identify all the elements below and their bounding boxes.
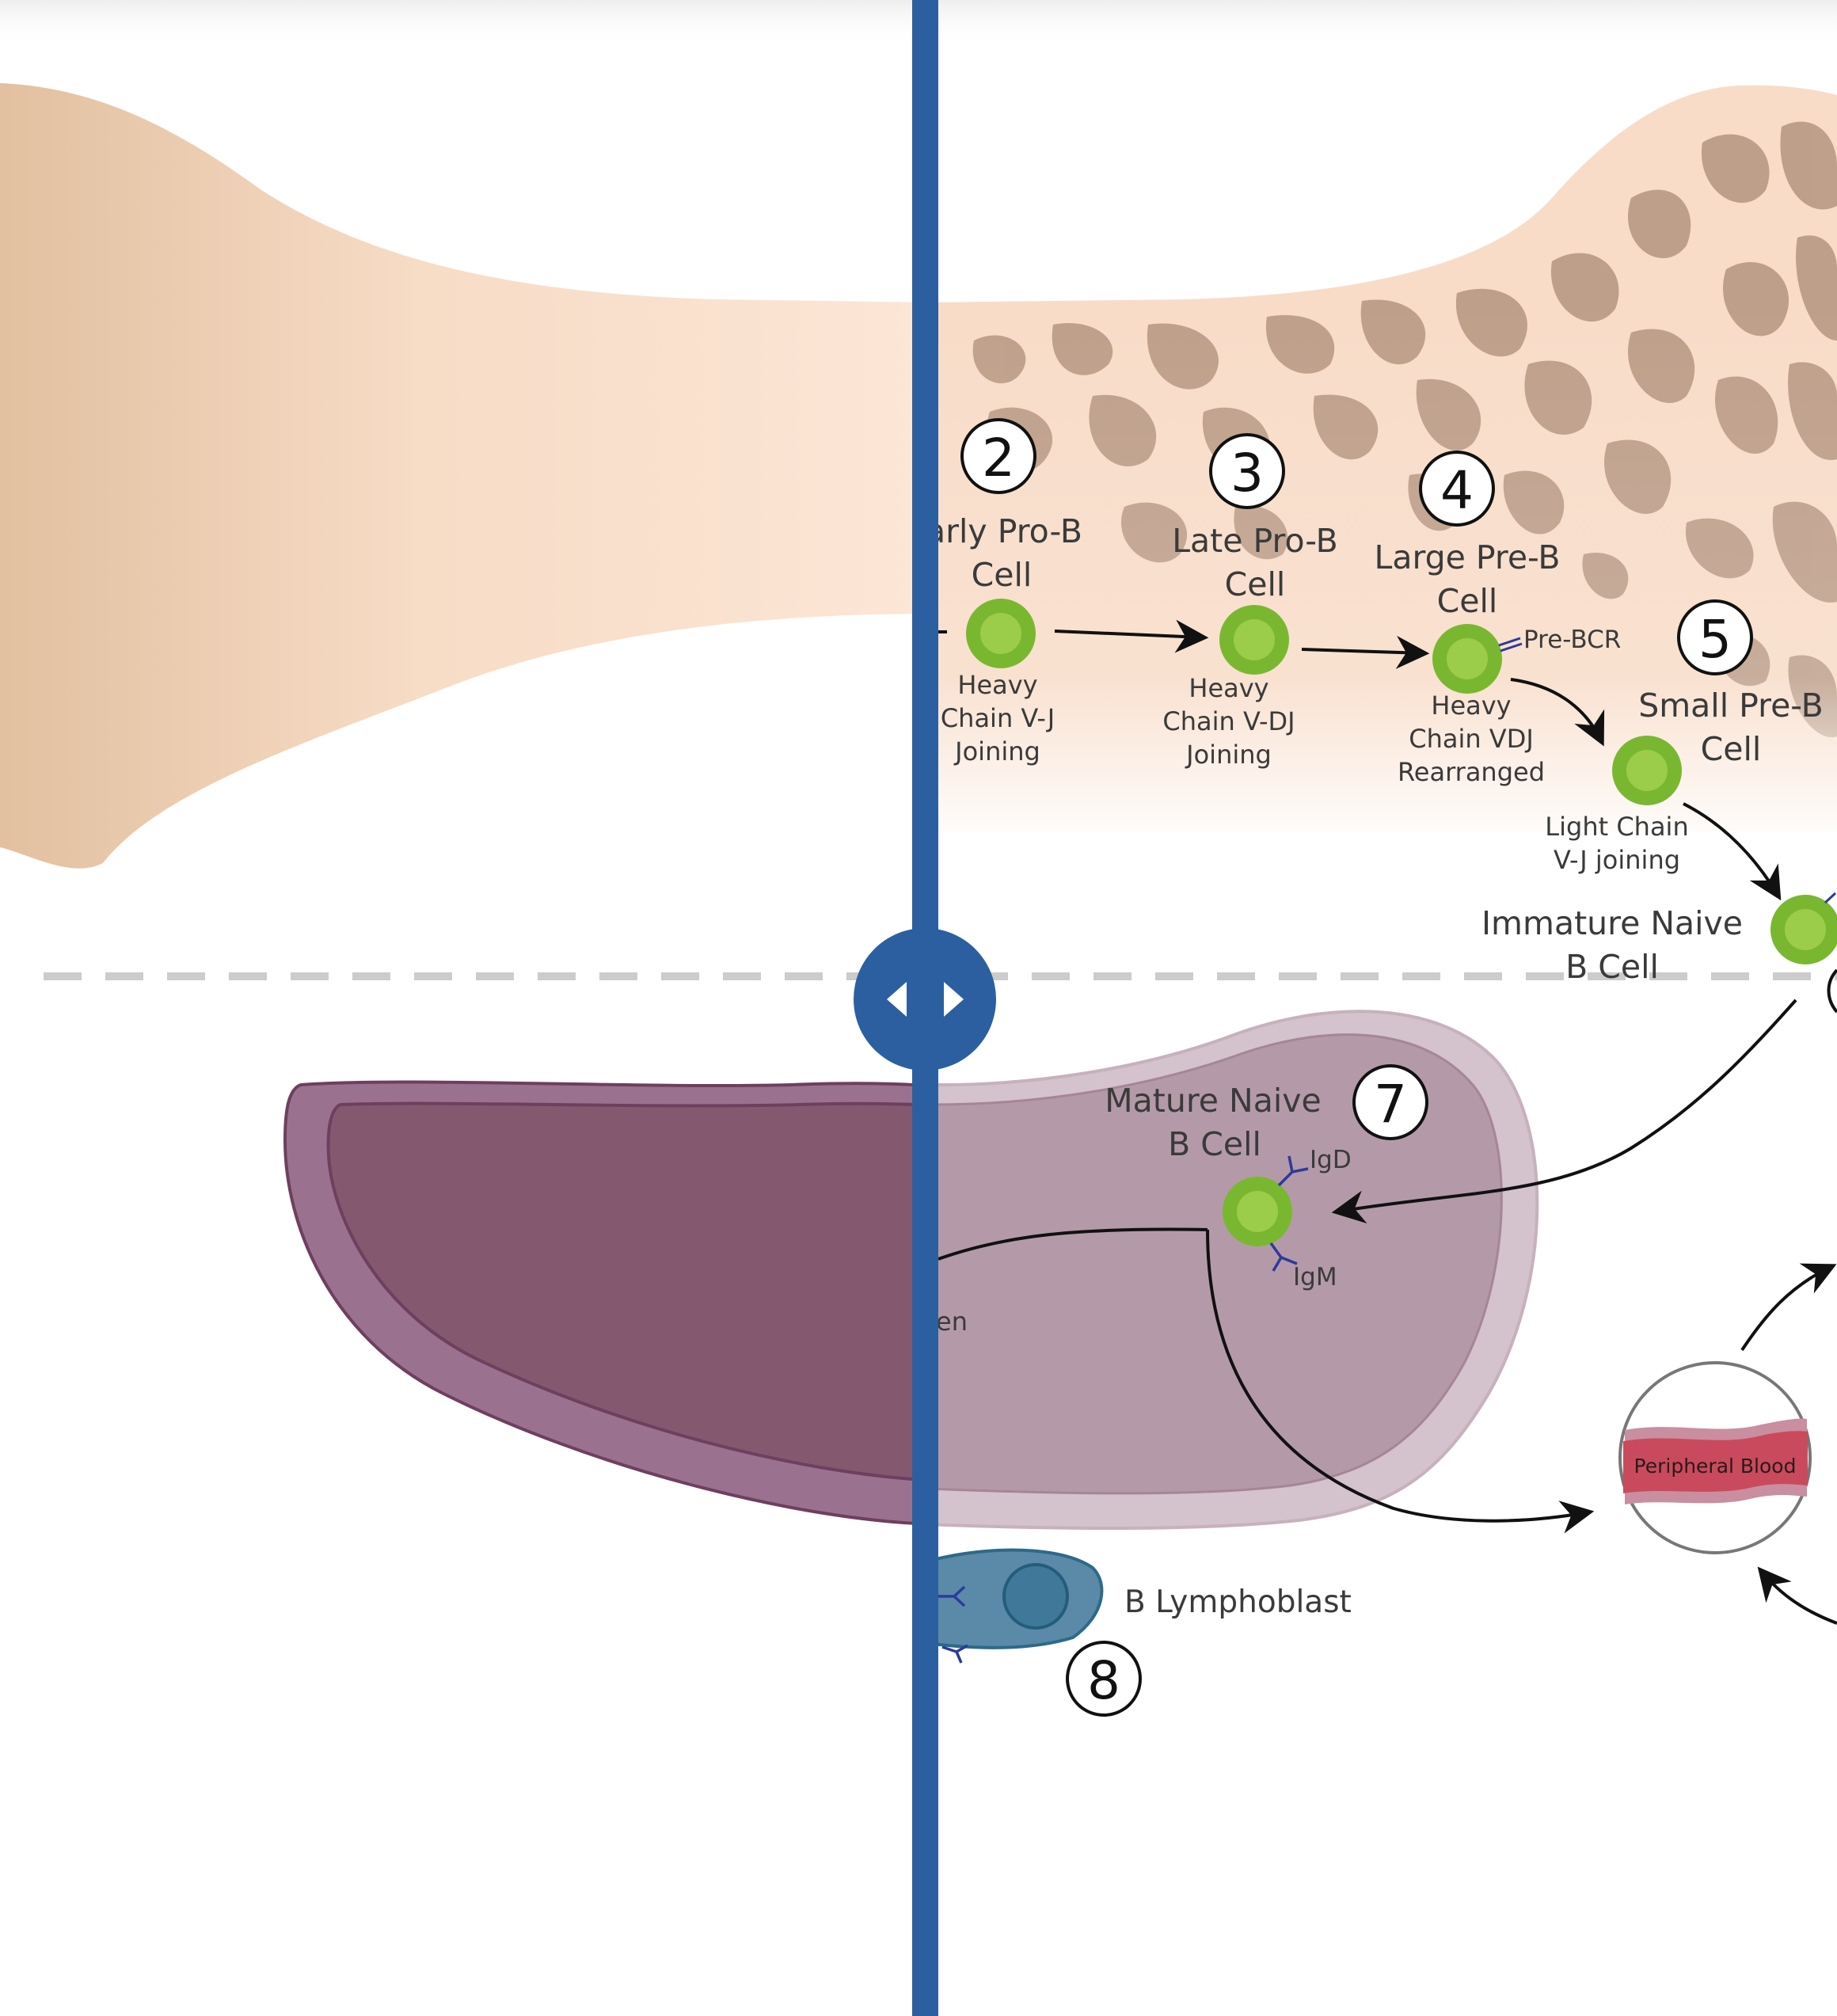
stage-desc-line-2: Chain V-J [941, 703, 1055, 733]
stage-number: 8 [1087, 1650, 1120, 1711]
slider-handle[interactable] [854, 928, 996, 1071]
stage-number-circle-partial [1827, 968, 1837, 1014]
stage-desc-line-3: Rearranged [1398, 757, 1545, 787]
receptor-icon [1824, 892, 1837, 904]
stage-number: 5 [1698, 609, 1732, 670]
arrow-spleen-line [938, 1227, 1208, 1261]
stage-name-line-2: Cell [1437, 582, 1498, 620]
stage-desc-line-1: Heavy [1189, 673, 1268, 703]
stage-desc-line-1: Heavy [957, 670, 1037, 700]
peripheral-blood-label: Peripheral Blood [1634, 1455, 1797, 1478]
peripheral-blood: Peripheral Blood [1618, 1361, 1812, 1554]
stage-number: 3 [1230, 443, 1264, 504]
cell-nucleus [1626, 750, 1668, 791]
stage-6-immature-naive-b: Immature Naive B Cell [1481, 892, 1837, 1014]
blood-vessel-lumen [1623, 1431, 1808, 1493]
spleen [283, 1010, 1539, 1530]
stage-7-mature-naive-b: 7 Mature Naive B Cell IgD IgM [1105, 1064, 1428, 1291]
cell-nucleus [1447, 638, 1488, 679]
slider-right-arrow-icon [944, 982, 964, 1017]
comparison-slider[interactable] [854, 0, 996, 2016]
receptor-igm-label: IgM [1293, 1263, 1337, 1291]
stage-name-line-1: Large Pre-B [1374, 538, 1560, 576]
stage-desc-line-2: Chain V-DJ [1162, 706, 1295, 736]
lymphoblast-nucleus [1002, 1563, 1069, 1630]
arrows [936, 619, 1837, 1625]
stage-desc-line-2: Chain VDJ [1409, 724, 1534, 754]
spleen-label-fragment: en [936, 1307, 968, 1337]
cell-nucleus [1234, 619, 1275, 660]
stage-number-circle [1419, 451, 1495, 527]
cell-nucleus [980, 613, 1021, 654]
arrow-3-to-4 [1301, 635, 1430, 669]
arrow-6-to-7 [1331, 998, 1797, 1224]
stage-number-circle [1677, 599, 1753, 675]
receptor-igd-label: IgD [1310, 1146, 1352, 1174]
igm-receptor-icon [1269, 1242, 1298, 1272]
receptor-label: Pre-BCR [1523, 626, 1621, 654]
igd-receptor-icon [1277, 1155, 1309, 1187]
stage-number: 2 [982, 428, 1015, 489]
stage-name-line-1: Mature Naive [1105, 1082, 1321, 1120]
stage-4-large-pre-b: 4 Large Pre-B Cell Pre-BCR Heavy Chain V… [1374, 451, 1621, 787]
stage-name-line-2: B Cell [1565, 948, 1659, 986]
stage-desc-line-3: Joining [1185, 740, 1272, 770]
stage-name-line-1: arly Pro-B [926, 512, 1082, 550]
arrow-blood-out [1740, 1263, 1837, 1352]
stage-desc-line-3: Joining [953, 736, 1040, 766]
cell-nucleus [1237, 1191, 1278, 1232]
stage-name-line-2: Cell [1225, 565, 1286, 603]
stage-name-line-1: Late Pro-B [1172, 522, 1338, 560]
stage-name-line-2: Cell [1701, 730, 1762, 768]
bone-shaft [0, 83, 926, 869]
stage-number-circle [1066, 1641, 1142, 1717]
arrow-2-to-3 [1054, 619, 1209, 653]
stage-2-early-pro-b: 2 arly Pro-B Cell Heavy Chain V-J Joinin… [926, 418, 1082, 766]
stage-desc-line-1: Light Chain [1545, 812, 1688, 842]
stage-5-small-pre-b: 5 Small Pre-B Cell Light Chain V-J joini… [1545, 599, 1824, 875]
pre-bcr-receptor-icon [1498, 637, 1523, 652]
arrow-7-to-blood [1206, 1229, 1595, 1534]
stage-number-circle [1209, 433, 1285, 509]
stage-desc-line-2: V-J joining [1554, 845, 1680, 875]
stage-name-line-1: Immature Naive [1481, 904, 1743, 942]
stage-3-late-pro-b: 3 Late Pro-B Cell Heavy Chain V-DJ Joini… [1162, 433, 1338, 770]
stage-number: 7 [1374, 1074, 1407, 1135]
stage-name-line-2: B Cell [1168, 1125, 1261, 1163]
stage-number: 4 [1440, 460, 1474, 521]
cell-nucleus [1785, 909, 1826, 950]
stage-desc-line-1: Heavy [1431, 690, 1511, 721]
stage-name-line-2: Cell [972, 556, 1033, 594]
stage-number-circle [1352, 1064, 1428, 1140]
bone [0, 83, 1837, 869]
arrow-5-to-6 [1683, 802, 1782, 901]
stage-name: B Lymphoblast [1124, 1584, 1352, 1620]
arrow-blood-in [1757, 1566, 1837, 1625]
stage-number-circle [960, 418, 1036, 494]
stage-8-b-lymphoblast: B Lymphoblast 8 [931, 1548, 1352, 1717]
lymphoblast-receptor-icon [938, 1585, 968, 1664]
arrow-4-to-5 [1510, 678, 1605, 747]
bone-marrow-region [926, 85, 1837, 839]
slider-left-arrow-icon [887, 982, 907, 1017]
stage-name-line-1: Small Pre-B [1638, 687, 1824, 725]
